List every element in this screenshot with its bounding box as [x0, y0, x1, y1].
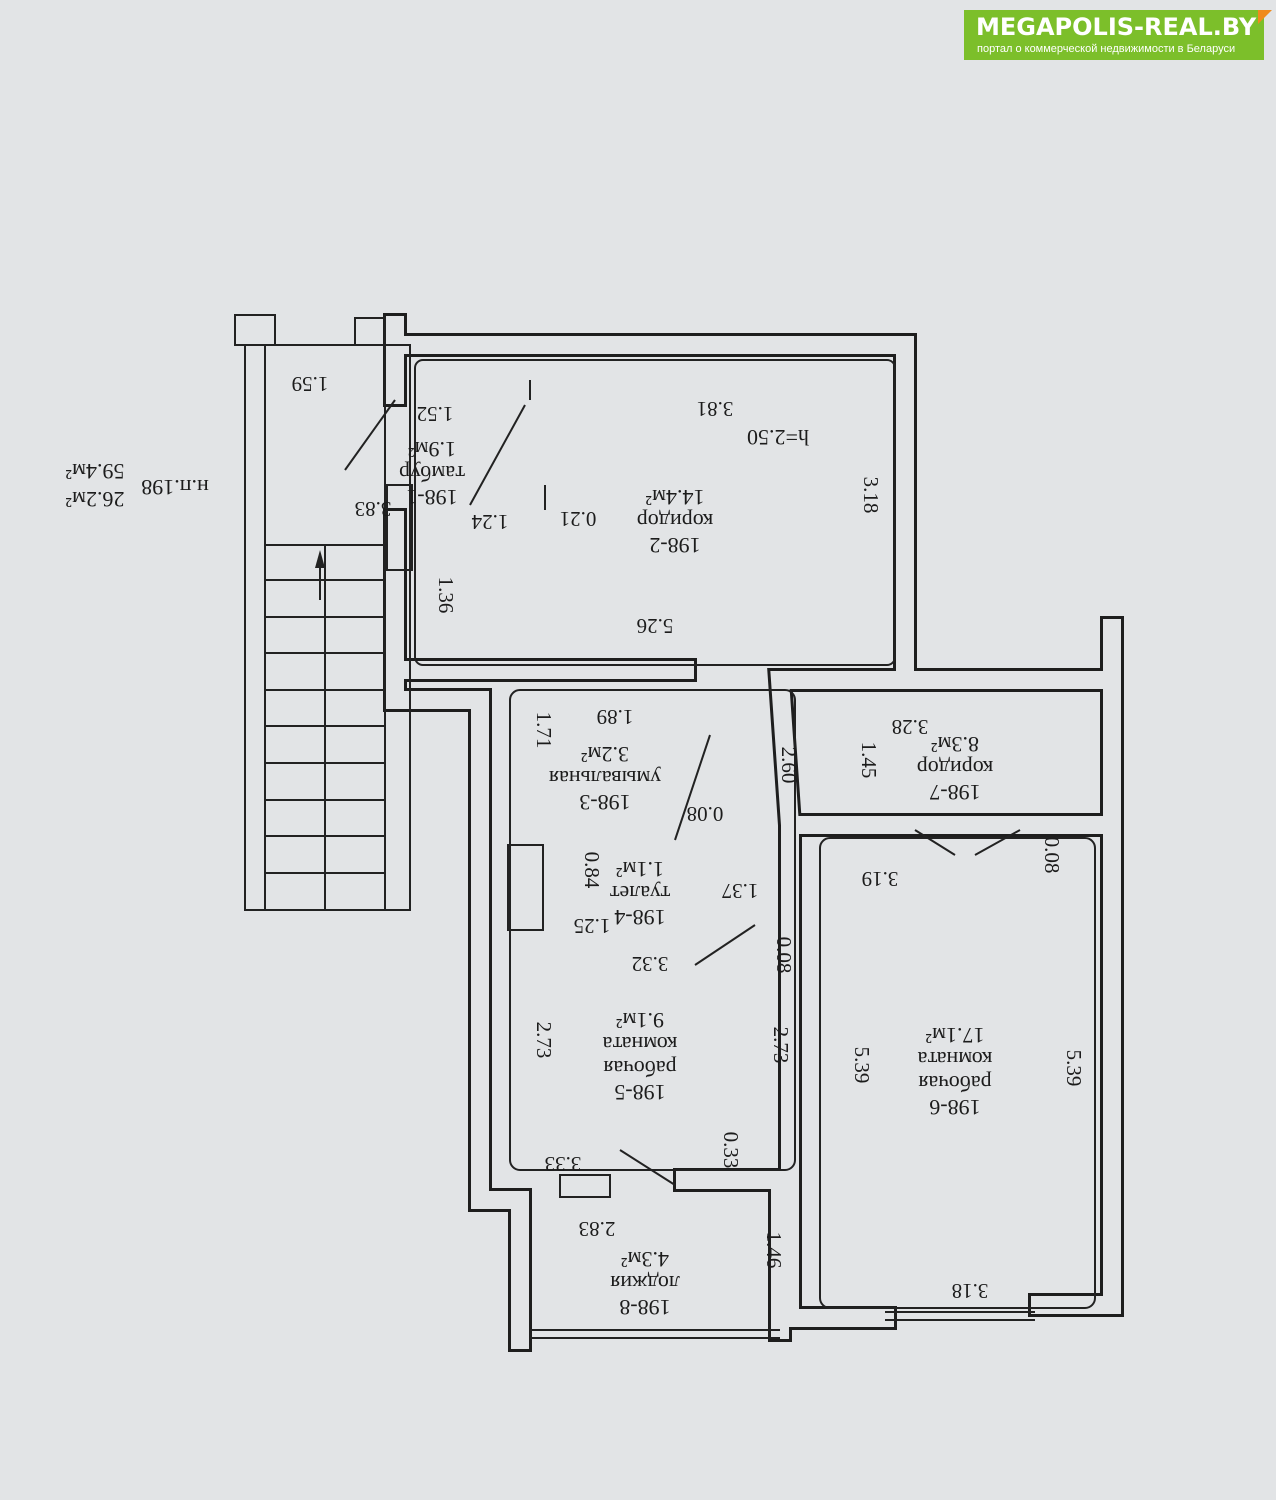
svg-text:коридор: коридор	[637, 509, 714, 534]
svg-text:1.9м²: 1.9м²	[408, 437, 456, 462]
door-swings	[344, 380, 1021, 1186]
logo-title: MEGAPOLIS-REAL.BY	[976, 13, 1257, 41]
ceiling-height: h=2.50	[747, 425, 809, 450]
unit-area-main: 26.2м²	[65, 487, 124, 512]
svg-text:3.83: 3.83	[355, 497, 392, 521]
logo-corner	[1258, 10, 1272, 24]
svg-text:198-5: 198-5	[614, 1080, 665, 1105]
summary-label: н.п.198 26.2м² 59.4м²	[65, 459, 209, 512]
svg-text:2.60: 2.60	[777, 747, 801, 784]
svg-text:198-1: 198-1	[406, 485, 457, 510]
svg-text:3.28: 3.28	[892, 715, 929, 739]
svg-text:1.71: 1.71	[532, 712, 556, 749]
svg-text:3.32: 3.32	[632, 952, 669, 976]
unit-number: н.п.198	[141, 475, 209, 500]
svg-text:лоджия: лоджия	[610, 1271, 680, 1296]
svg-text:1.25: 1.25	[574, 914, 611, 938]
svg-text:0.84: 0.84	[580, 852, 604, 889]
svg-text:198-6: 198-6	[929, 1095, 980, 1120]
svg-text:рабочая: рабочая	[603, 1056, 676, 1081]
svg-text:17.1м²: 17.1м²	[925, 1023, 984, 1048]
svg-text:умывальная: умывальная	[549, 766, 661, 791]
svg-text:5.39: 5.39	[850, 1047, 874, 1084]
svg-text:5.39: 5.39	[1062, 1050, 1086, 1087]
svg-text:1.52: 1.52	[417, 402, 454, 426]
svg-text:3.19: 3.19	[862, 867, 899, 891]
svg-text:3.33: 3.33	[545, 1152, 582, 1176]
svg-text:8.3м²: 8.3м²	[931, 732, 979, 757]
svg-text:0.08: 0.08	[687, 802, 724, 826]
svg-text:198-8: 198-8	[619, 1295, 670, 1320]
svg-text:1.45: 1.45	[857, 742, 881, 779]
svg-text:198-7: 198-7	[929, 780, 980, 805]
svg-text:1.89: 1.89	[597, 705, 634, 729]
svg-text:1.1м²: 1.1м²	[616, 857, 664, 882]
dimension-labels: 1.59 1.52 3.83 1.36 3.81 3.18 1.24 0.21 …	[292, 372, 1086, 1303]
svg-text:1.36: 1.36	[434, 577, 458, 614]
svg-text:3.18: 3.18	[859, 477, 883, 514]
svg-text:2.73: 2.73	[769, 1027, 793, 1064]
svg-text:1.37: 1.37	[722, 879, 759, 903]
svg-text:198-2: 198-2	[649, 533, 700, 558]
svg-text:тамбур: тамбур	[399, 461, 465, 486]
svg-text:0.08: 0.08	[1040, 837, 1064, 874]
unit-area-total: 59.4м²	[65, 459, 124, 484]
svg-text:4.3м²: 4.3м²	[621, 1247, 669, 1272]
svg-text:0.33: 0.33	[719, 1132, 743, 1169]
svg-text:комната: комната	[917, 1047, 992, 1072]
svg-text:198-4: 198-4	[614, 905, 665, 930]
arrow-up-icon	[315, 550, 325, 568]
svg-text:1.24: 1.24	[471, 510, 508, 534]
svg-text:3.18: 3.18	[952, 1279, 989, 1303]
svg-text:14.4м²: 14.4м²	[645, 485, 704, 510]
svg-text:2.73: 2.73	[532, 1022, 556, 1059]
svg-text:3.81: 3.81	[697, 397, 734, 421]
svg-text:5.26: 5.26	[637, 614, 674, 638]
svg-text:1.59: 1.59	[292, 372, 329, 396]
staircase	[244, 344, 411, 911]
megapolis-logo[interactable]: MEGAPOLIS-REAL.BY портал о коммерческой …	[964, 10, 1272, 60]
svg-text:0.21: 0.21	[560, 507, 597, 531]
svg-text:коридор: коридор	[917, 756, 994, 781]
svg-text:9.1м²: 9.1м²	[616, 1008, 664, 1033]
svg-text:2.83: 2.83	[579, 1217, 616, 1241]
svg-text:0.08: 0.08	[772, 937, 796, 974]
svg-text:туалет: туалет	[609, 881, 670, 906]
logo-subtitle: портал о коммерческой недвижимости в Бел…	[977, 43, 1236, 55]
svg-text:198-3: 198-3	[579, 790, 630, 815]
svg-text:3.2м²: 3.2м²	[581, 742, 629, 767]
svg-text:1.46: 1.46	[762, 1232, 786, 1269]
svg-text:комната: комната	[602, 1032, 677, 1057]
svg-text:рабочая: рабочая	[918, 1071, 991, 1096]
walls	[234, 313, 1124, 1352]
